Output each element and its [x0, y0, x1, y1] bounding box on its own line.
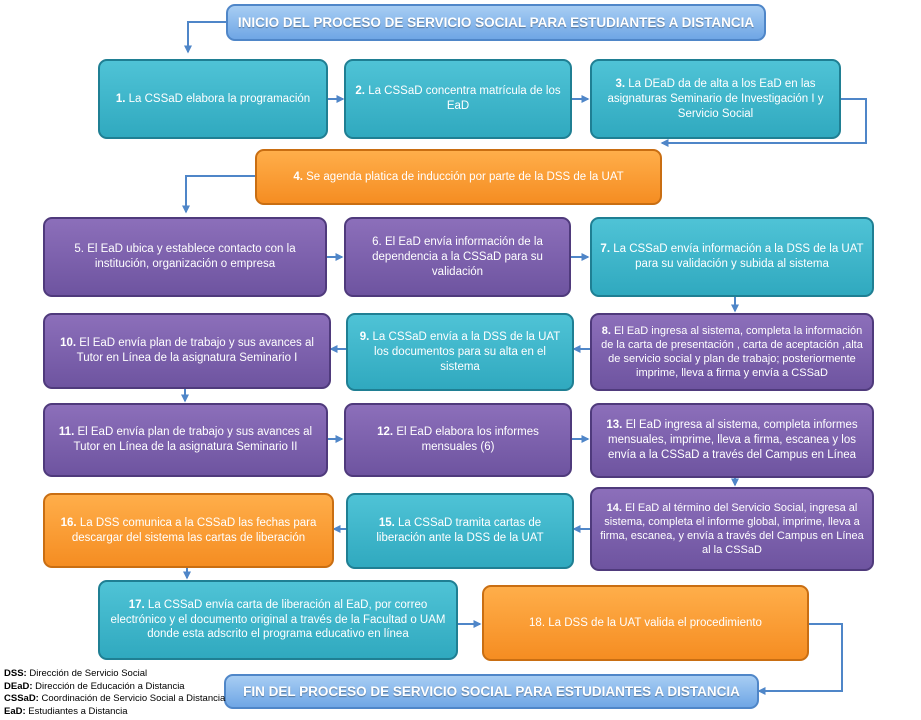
step-8: 8. El EaD ingresa al sistema, completa l… — [590, 313, 874, 391]
step-7: 7. La CSSaD envía información a la DSS d… — [590, 217, 874, 297]
legend-item: EaD: Estudiantes a Distancia — [4, 705, 128, 717]
step-2: 2. La CSSaD concentra matrícula de los E… — [344, 59, 572, 139]
step-1: 1. La CSSaD elabora la programación — [98, 59, 328, 139]
step-9: 9. La CSSaD envía a la DSS de la UAT los… — [346, 313, 574, 391]
legend-item: DSS: Dirección de Servicio Social — [4, 668, 148, 679]
step-11: 11. El EaD envía plan de trabajo y sus a… — [43, 403, 328, 477]
arrow-18-to-end — [757, 623, 843, 695]
step-16: 16. La DSS comunica a la CSSaD las fecha… — [43, 493, 334, 568]
step-10: 10. El EaD envía plan de trabajo y sus a… — [43, 313, 331, 389]
arrow-4-to-5 — [182, 175, 255, 214]
process-end-banner: FIN DEL PROCESO DE SERVICIO SOCIAL PARA … — [224, 674, 759, 709]
arrow-3-to-4 — [660, 98, 867, 147]
step-5: 5. El EaD ubica y establece contacto con… — [43, 217, 327, 297]
step-4: 4. Se agenda platica de inducción por pa… — [255, 149, 662, 205]
legend-item: CSSaD: Coordinación de Servicio Social a… — [4, 693, 226, 705]
legend-item: DEaD: Dirección de Educación a Distancia — [4, 680, 185, 692]
step-15: 15. La CSSaD tramita cartas de liberació… — [346, 493, 574, 569]
step-17: 17. La CSSaD envía carta de liberación a… — [98, 580, 458, 660]
step-14: 14. El EaD al término del Servicio Socia… — [590, 487, 874, 571]
step-3: 3. La DEaD da de alta a los EaD en las a… — [590, 59, 841, 139]
step-6: 6. El EaD envía información de la depend… — [344, 217, 571, 297]
arrow-title-to-1 — [184, 21, 226, 54]
process-start-banner: INICIO DEL PROCESO DE SERVICIO SOCIAL PA… — [226, 4, 766, 41]
step-18: 18. La DSS de la UAT valida el procedimi… — [482, 585, 809, 661]
step-13: 13. El EaD ingresa al sistema, completa … — [590, 403, 874, 478]
step-12: 12. El EaD elabora los informes mensuale… — [344, 403, 572, 477]
abbreviations-legend: DSS: Dirección de Servicio Social DEaD: … — [4, 668, 225, 718]
